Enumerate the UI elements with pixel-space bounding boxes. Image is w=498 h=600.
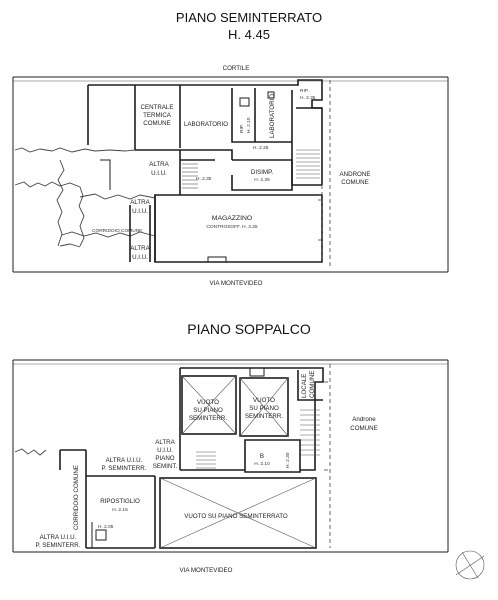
altra-piano-label-4: SEMINT. [153,463,178,470]
disimp-height: H. 2.35 [254,177,270,183]
altra-uiu-2-a: ALTRA [130,199,150,206]
locale-comune-label-1: LOCALE [301,374,308,398]
basement-height: H. 4.45 [228,27,270,42]
altra-uiu-3-a: ALTRA [130,245,150,252]
corridoio-comune-vertical: CORRIDOIO COMUNE [73,465,80,530]
androne-label-1: ANDRONE [340,171,371,178]
corridoio-comune-label: CORRIDOIO COMUNE [92,228,142,234]
androne-soppalco-label-1: Androne [352,416,376,423]
vuoto-2-label-2: SU PIANO [249,405,279,412]
ripostiglio-height: H. 2.15 [112,507,128,513]
vuoto-1-label-3: SEMINTERR. [189,415,227,422]
magazzino-label: MAGAZZINO [212,215,252,222]
h205-label: H. 2.05 [98,524,114,530]
ripostiglio-label: RIPOSTIGLIO [100,498,140,505]
androne-soppalco-label-2: COMUNE [350,425,378,432]
mezzanine-plan: VUOTO SU PIANO SEMINTERR. VUOTO SU PIANO… [12,359,485,580]
vuoto-1-label-1: VUOTO [197,399,219,406]
locale-comune-label-2: COMUNE [309,371,316,399]
disimp-label: DISIMP. [251,169,274,176]
cortile-label: CORTILE [223,65,250,72]
altra-pse-label-2: P. SEMINTERR. [102,465,147,472]
vuoto-big-label: VUOTO SU PIANO SEMINTERRATO [184,513,288,520]
centrale-termica-label-1: CENTRALE [140,104,173,111]
vuoto-1-label-2: SU PIANO [193,407,223,414]
h225-label: H. 2.25 [253,145,269,151]
b-height: H. 2.10 [254,461,270,467]
basement-title: PIANO SEMINTERRATO [175,10,323,25]
altra-piano-label-1: ALTRA [155,439,175,446]
vuoto-2-label-1: VUOTO [253,397,275,404]
h230-label: H. 2.30 [285,452,291,468]
laboratorio-label: LABORATORIO [184,121,228,128]
altra-pse-label-1: ALTRA U.I.U. [106,457,143,464]
mezzanine-title: PIANO SOPPALCO [187,321,311,337]
basement-street-label: VIA MONTEVIDEO [210,280,263,287]
h235-label: H. 2.35 [196,176,212,182]
altra-uiu-2-b: U.I.U. [132,208,148,215]
vuoto-2-label-3: SEMINTERR. [245,413,283,420]
rip-small-height: H. 2.10 [246,117,252,133]
altra-uiu-1-b: U.I.U. [151,170,167,177]
basement-plan: CORTILE VIA MONTEVIDEO CENTRALE TERMICA … [12,65,449,287]
altra-piano-label-3: PIANO [155,455,174,462]
altra-uiu-1-a: ALTRA [149,161,169,168]
rip-right-label: RIP. [300,88,309,94]
centrale-termica-label-2: TERMICA [143,112,172,119]
altra-bl-label-1: ALTRA U.I.U. [40,534,77,541]
controsoffitto-label: CONTROSOFF. H. 3.25 [206,224,258,230]
b-label: B [260,453,264,460]
rip-right-height: H. 2.35 [300,95,316,101]
altra-bl-label-2: P. SEMINTERR. [36,542,81,549]
rip-small-label: RIP. [239,124,245,133]
mezzanine-street-label: VIA MONTEVIDEO [180,567,233,574]
altra-uiu-3-b: U.I.U. [132,254,148,261]
laboratorio-2-label: LABORATORIO [269,94,276,138]
centrale-termica-label-3: COMUNE [143,120,171,127]
altra-piano-label-2: U.I.U. [157,447,173,454]
androne-label-2: COMUNE [341,179,369,186]
